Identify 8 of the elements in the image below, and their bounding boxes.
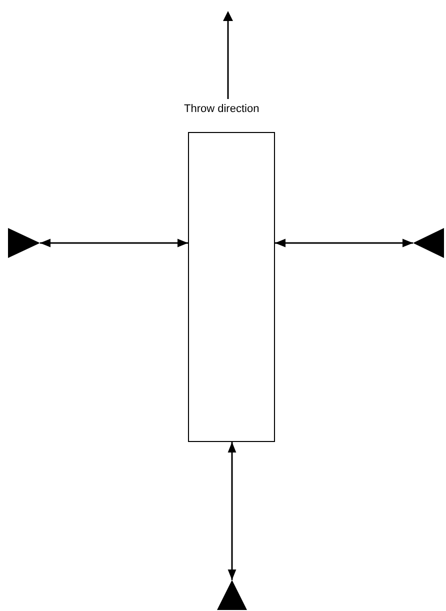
double-arrow (228, 442, 236, 580)
double-arrow (40, 238, 188, 248)
rectangle-box (188, 132, 275, 442)
triangle-marker (217, 580, 247, 610)
triangle-marker (8, 228, 40, 258)
direction-label: Throw direction (184, 103, 260, 115)
double-arrow (275, 238, 413, 248)
triangle-marker (413, 228, 444, 258)
